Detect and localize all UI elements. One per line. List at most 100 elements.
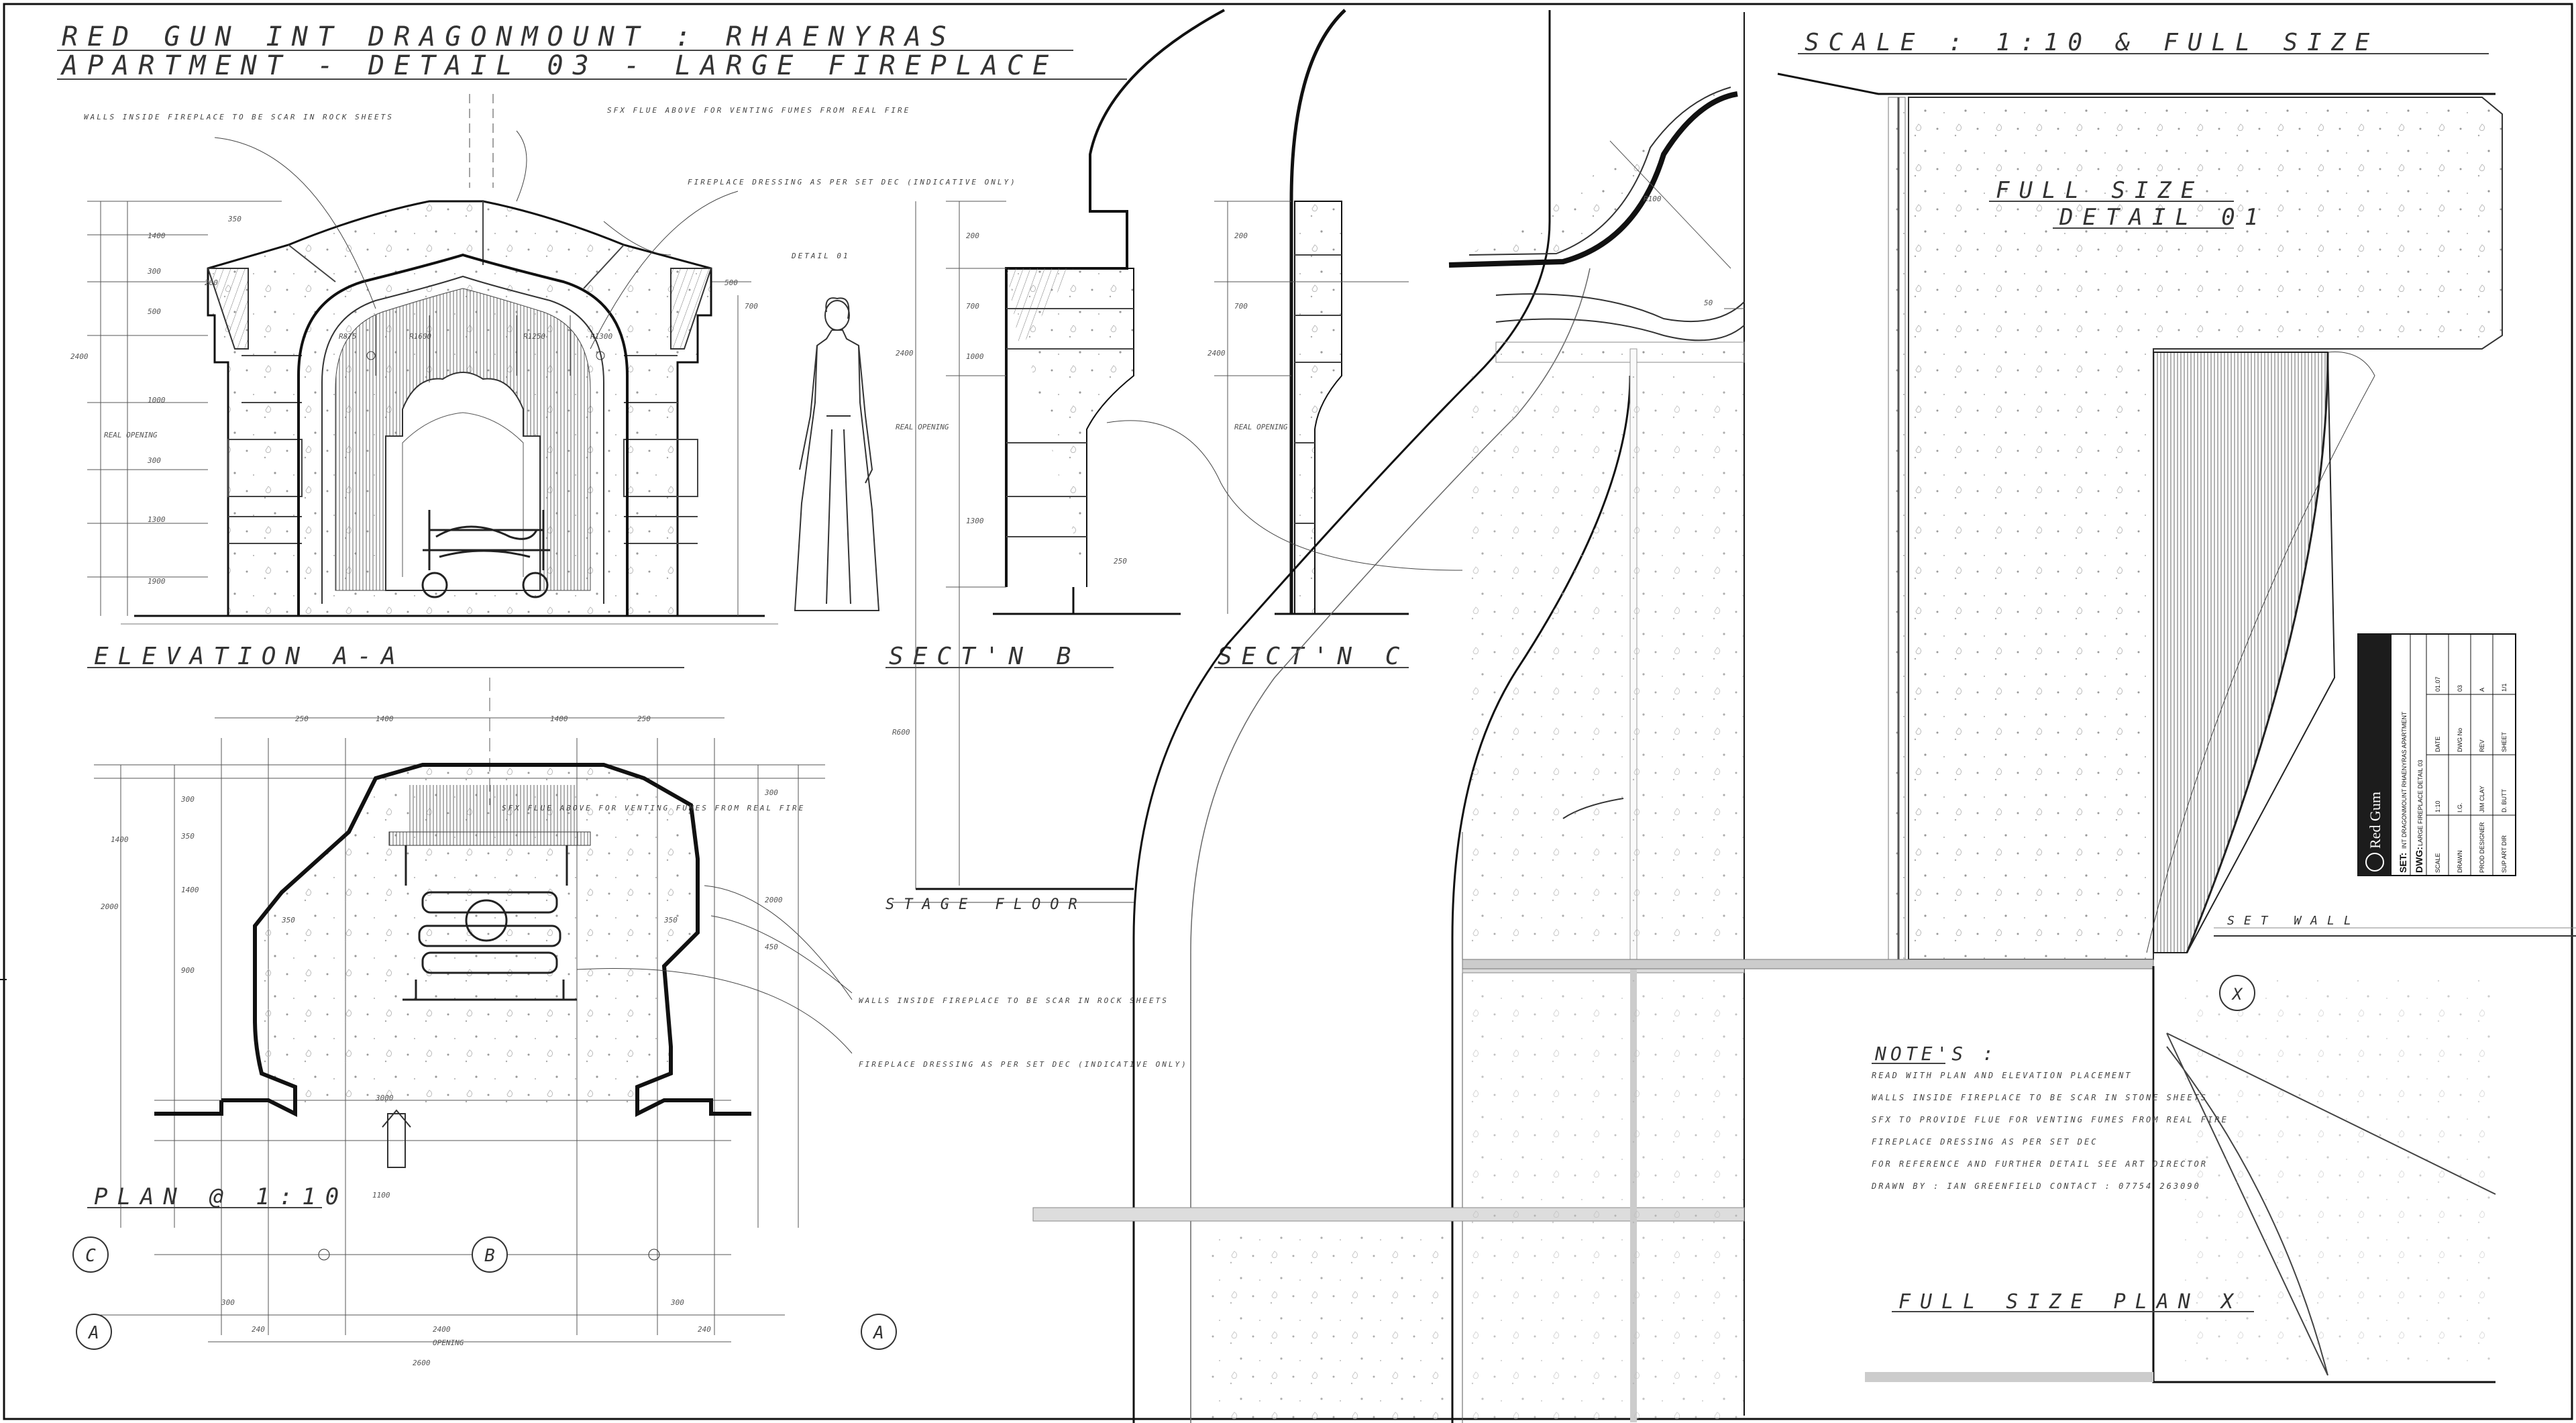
tb-r2c3: DWG No [2457,728,2463,752]
callout-walls-inside: WALLS INSIDE FIREPLACE TO BE SCAR IN ROC… [84,113,394,121]
dim-elev-2: 300 [147,267,161,276]
dim-plan-bottom-4: 240 [252,1325,265,1334]
svg-text:A: A [87,1323,99,1343]
notes-heading: NOTE'S : [1874,1043,1998,1065]
dim-plan-left-2: 1400 [111,835,129,844]
dim-elev-3: 500 [148,307,161,316]
dim-plan-left-6: 900 [181,966,195,975]
dim-sect-b-4: 2400 [896,349,914,358]
grid-marker-x: X [2219,975,2255,1011]
title-block: Red Gum SET: INT DRAGONMOUNT RHAENYRAS A… [2357,633,2516,876]
dim-plan-left-4: 350 [180,832,195,841]
dim-sect-b-7: 250 [1114,557,1127,566]
label-full-size: FULL SIZE [1996,177,2204,204]
dim-plan-bottom-7: 240 [698,1325,711,1334]
dim-plan-front: 1100 [372,1191,390,1200]
dim-sect-b-1: 200 [966,231,979,240]
dim-plan-top-4: 250 [637,715,651,723]
red-gum-logo-icon [2365,853,2384,872]
dim-plan-right-1: 300 [764,788,778,797]
svg-text:A: A [872,1323,884,1343]
dim-plan-left-inner: 350 [281,916,295,925]
dim-sect-b-6: 1300 [966,517,984,525]
dim-sect-b-5: REAL OPENING [896,423,949,431]
dim-plan-left-1: 300 [180,795,195,804]
dim-sect-c-1: 200 [1234,231,1248,240]
title-block-set-value: INT DRAGONMOUNT RHAENYRAS APARTMENT [2401,711,2408,849]
label-detail-01: DETAIL 01 [2059,204,2267,231]
callout-sfx-flue: SFX FLUE ABOVE FOR VENTING FUMES FROM RE… [607,106,910,115]
grid-marker-a-left: A [76,1314,112,1350]
callout-dressing: FIREPLACE DRESSING AS PER SET DEC (INDIC… [688,178,1017,187]
grid-marker-c: C [72,1236,109,1273]
tb-r1c1: SCALE [2434,853,2441,873]
dim-plan-left-5: 1400 [181,886,199,894]
dim-plan-left-3: 2000 [101,902,119,911]
scale-text: SCALE : 1:10 & FULL SIZE [1805,29,2379,56]
tb-r2c1: DRAWN [2457,850,2463,873]
tb-r2c2: I.G. [2457,802,2463,812]
dim-elev-top-5: R875 [339,332,357,341]
dim-elev-top-8: R1300 [590,332,612,341]
label-stage-floor: STAGE FLOOR [885,896,1087,913]
tb-r3c3: REV [2479,739,2485,752]
dim-sect-c-4: REAL OPENING [1234,423,1288,431]
label-set-wall: SET WALL [2227,914,2361,928]
tb-r4c1: SUP ART DIR [2501,835,2508,873]
section-b: 200 700 1000 2400 REAL OPENING 1300 250 … [885,9,1225,886]
tb-r3c2: JIM CLAY [2479,786,2485,812]
dim-elev-top-2: 200 [205,278,218,287]
dim-elev-top-3: 500 [724,278,738,287]
stage-floor: STAGE FLOOR R600 [885,201,1134,913]
notes-block: NOTE'S : READ WITH PLAN AND ELEVATION PL… [1871,1043,2229,1191]
section-c: 200 700 2400 REAL OPENING SECT'N C [1208,9,1409,670]
title-block-set-label: SET: [2398,853,2408,873]
elevation-a-a: 1400 300 500 2400 1000 REAL OPENING 300 … [70,94,1017,670]
dim-plan-bottom-3: 2600 [413,1359,431,1367]
dim-elev-top-6: R1600 [409,332,431,341]
note-1: READ WITH PLAN AND ELEVATION PLACEMENT [1872,1071,2133,1080]
dim-plan-bottom-6: 300 [670,1298,684,1307]
dim-elev-6: REAL OPENING [104,431,158,439]
dim-elev-1: 1400 [148,231,166,240]
grid-marker-a-right: A [861,1314,897,1350]
tb-r1c3: DATE [2434,737,2441,752]
dim-sect-c-2: 700 [1234,302,1248,311]
callout-plan-dressing: FIREPLACE DRESSING AS PER SET DEC (INDIC… [859,1060,1188,1069]
dim-elev-8: 1300 [148,515,166,524]
dim-elev-top-4: 700 [745,302,758,311]
svg-text:X: X [2231,985,2243,1004]
dim-elev-top-7: R1250 [523,332,545,341]
note-2: WALLS INSIDE FIREPLACE TO BE SCAR IN STO… [1872,1093,2208,1102]
dim-sect-b-3: 1000 [966,352,984,361]
tb-r3c4: A [2479,688,2485,692]
callout-plan-walls: WALLS INSIDE FIREPLACE TO BE SCAR IN ROC… [859,996,1169,1005]
callout-plan-sfx: SFX FLUE ABOVE FOR VENTING FUMES FROM RE… [502,804,805,812]
dim-elev-7: 300 [147,456,161,465]
label-sect-b: SECT'N B [889,643,1080,670]
note-5: FOR REFERENCE AND FURTHER DETAIL SEE ART… [1872,1159,2208,1169]
tb-r3c1: PROD DESIGNER [2479,822,2485,873]
drawing-title-line1: RED GUN INT DRAGONMOUNT : RHAENYRAS [62,21,956,52]
title-block-dwg-value: LARGE FIREPLACE DETAIL 03 [2417,759,2424,846]
title-block-dwg-label: DWG: [2414,847,2424,873]
scale-note: SCALE : 1:10 & FULL SIZE [1798,29,2489,56]
tb-r4c4: 1/1 [2501,683,2508,692]
full-size-detail-right: SET WALL X FULL SIZE DETAIL 01 FULL SIZE… [1462,72,2576,1383]
grid-marker-b: B [472,1236,508,1273]
title-block-header: RED GUN INT DRAGONMOUNT : RHAENYRAS APAR… [57,21,1127,81]
callout-detail-ref: DETAIL 01 [791,252,850,260]
tb-r1c4: 01.07 [2434,676,2441,692]
dim-elev-top-1: 350 [227,215,241,223]
dim-plan-right-2: 2000 [765,896,783,904]
note-6: DRAWN BY : IAN GREENFIELD CONTACT : 0775… [1871,1181,2201,1191]
dim-elev-9: 1900 [148,577,166,586]
dim-plan-right-3: 450 [765,943,778,951]
dim-full-50: 50 [1704,299,1713,307]
dim-plan-opening: 3000 [375,1094,394,1102]
tb-r4c2: D. BUTT [2501,788,2508,812]
tb-r4c3: SHEET [2501,731,2508,752]
note-4: FIREPLACE DRESSING AS PER SET DEC [1872,1137,2098,1147]
note-3: SFX TO PROVIDE FLUE FOR VENTING FUMES FR… [1872,1115,2229,1124]
